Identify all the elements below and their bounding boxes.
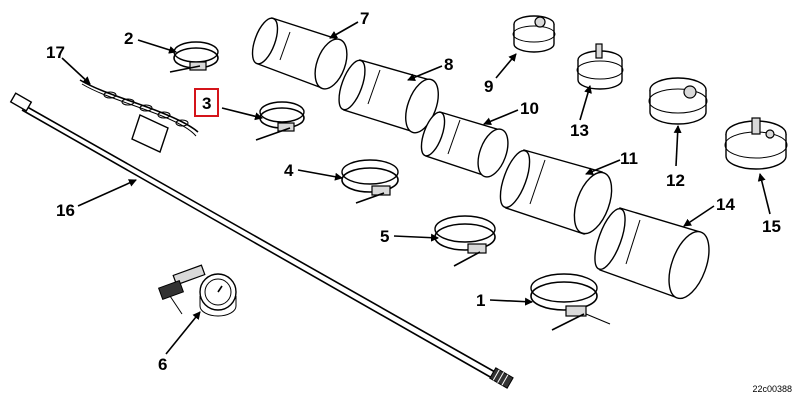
- figure-id: 22c00388: [752, 384, 792, 394]
- part-11-sleeve[interactable]: [494, 147, 619, 238]
- callout-1[interactable]: 1: [476, 291, 486, 310]
- part-7-sleeve[interactable]: [247, 15, 353, 93]
- part-9-cap[interactable]: [512, 15, 556, 53]
- part-6-gauge[interactable]: [157, 264, 237, 317]
- part-5-clamp[interactable]: [434, 215, 496, 267]
- part-17-chain-tag[interactable]: [79, 79, 199, 153]
- part-2-clamp[interactable]: [169, 41, 219, 73]
- callout-2[interactable]: 2: [124, 29, 134, 48]
- callout-4[interactable]: 4: [284, 161, 294, 180]
- callout-10[interactable]: 10: [520, 99, 539, 118]
- part-13-cap[interactable]: [576, 43, 624, 90]
- part-1-clamp[interactable]: [530, 273, 611, 331]
- callout-12[interactable]: 12: [666, 171, 685, 190]
- part-12-cap[interactable]: [648, 77, 708, 125]
- callout-6[interactable]: 6: [158, 355, 168, 374]
- part-3-clamp[interactable]: [255, 101, 305, 141]
- callout-8[interactable]: 8: [444, 55, 454, 74]
- callout-11[interactable]: 11: [620, 149, 638, 168]
- callout-3[interactable]: 3: [194, 88, 220, 117]
- callout-17[interactable]: 17: [46, 43, 65, 62]
- callout-15[interactable]: 15: [762, 217, 781, 236]
- callout-5[interactable]: 5: [380, 227, 390, 246]
- part-10-sleeve[interactable]: [417, 109, 514, 181]
- callout-14[interactable]: 14: [716, 195, 735, 214]
- part-14-sleeve[interactable]: [589, 205, 717, 304]
- part-15-cap[interactable]: [724, 117, 788, 170]
- callout-7[interactable]: 7: [360, 9, 370, 28]
- callout-9[interactable]: 9: [484, 77, 494, 96]
- leader-lines: [61, 21, 771, 355]
- callout-13[interactable]: 13: [570, 121, 589, 140]
- part-4-clamp[interactable]: [341, 159, 399, 204]
- callout-16[interactable]: 16: [56, 201, 75, 220]
- part-16-tube[interactable]: [9, 92, 514, 389]
